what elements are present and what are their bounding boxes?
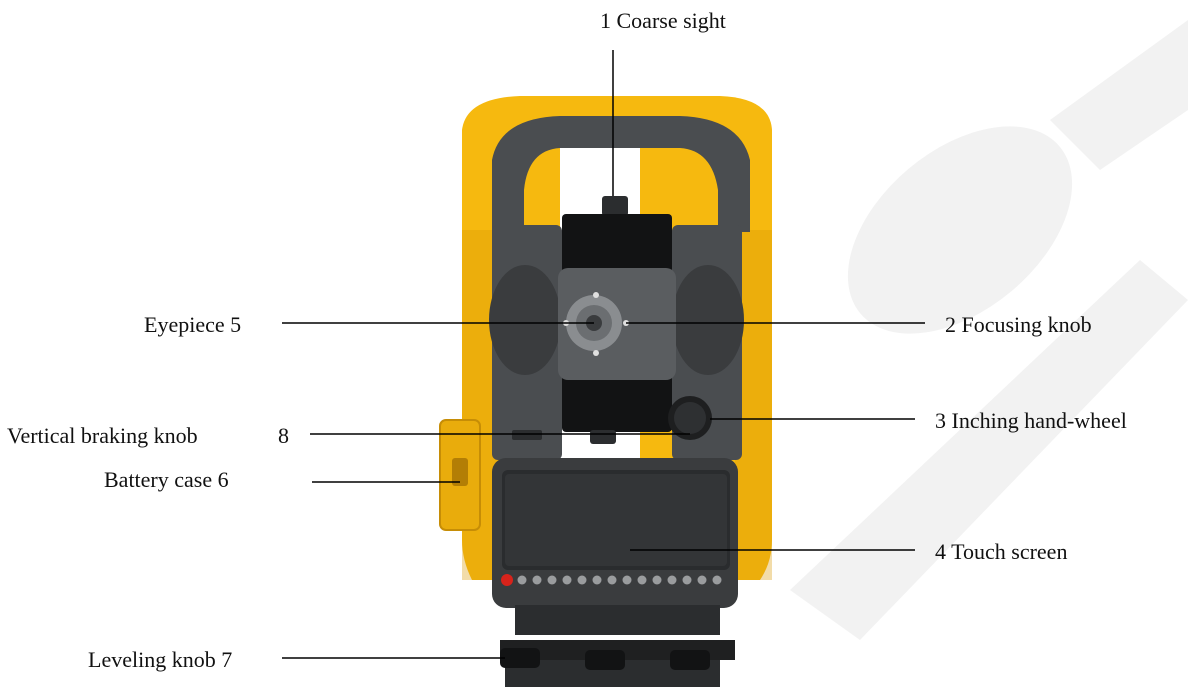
keypad-key <box>547 575 557 585</box>
keypad <box>501 574 722 586</box>
keypad-key <box>682 575 692 585</box>
keypad-key <box>622 575 632 585</box>
label-battery-case: Battery case 6 <box>104 467 229 492</box>
label-vertical-braking-number: 8 <box>278 423 289 448</box>
keypad-key <box>592 575 602 585</box>
label-vertical-braking: Vertical braking knob <box>7 423 198 448</box>
label-touch-screen: 4 Touch screen <box>935 539 1068 564</box>
power-key <box>501 574 513 586</box>
keypad-key <box>532 575 542 585</box>
keypad-key <box>607 575 617 585</box>
tribrach <box>500 605 735 687</box>
label-focusing-knob: 2 Focusing knob <box>945 312 1092 337</box>
carry-handle <box>492 116 750 232</box>
keypad-key <box>667 575 677 585</box>
leveling-knob-right <box>670 650 710 670</box>
keypad-key <box>637 575 647 585</box>
leader-lines <box>282 50 925 659</box>
keypad-key <box>517 575 527 585</box>
coarse-sight-mount <box>602 196 628 216</box>
inching-hand-wheel <box>668 396 712 440</box>
label-coarse-sight: 1 Coarse sight <box>600 8 726 33</box>
keypad-key <box>577 575 587 585</box>
keypad-key <box>562 575 572 585</box>
keypad-key <box>652 575 662 585</box>
right-axle-cover <box>672 265 744 375</box>
telescope <box>558 196 676 444</box>
label-inching-wheel: 3 Inching hand-wheel <box>935 408 1127 433</box>
keypad-key <box>697 575 707 585</box>
leveling-knob-left <box>500 648 540 668</box>
left-axle-cover <box>489 265 561 375</box>
label-eyepiece: Eyepiece 5 <box>144 312 242 337</box>
label-leveling-knob: Leveling knob 7 <box>88 647 233 672</box>
keypad-key <box>712 575 722 585</box>
watermark <box>790 20 1188 640</box>
leveling-knob-center <box>585 650 625 670</box>
display-panel <box>492 458 738 608</box>
